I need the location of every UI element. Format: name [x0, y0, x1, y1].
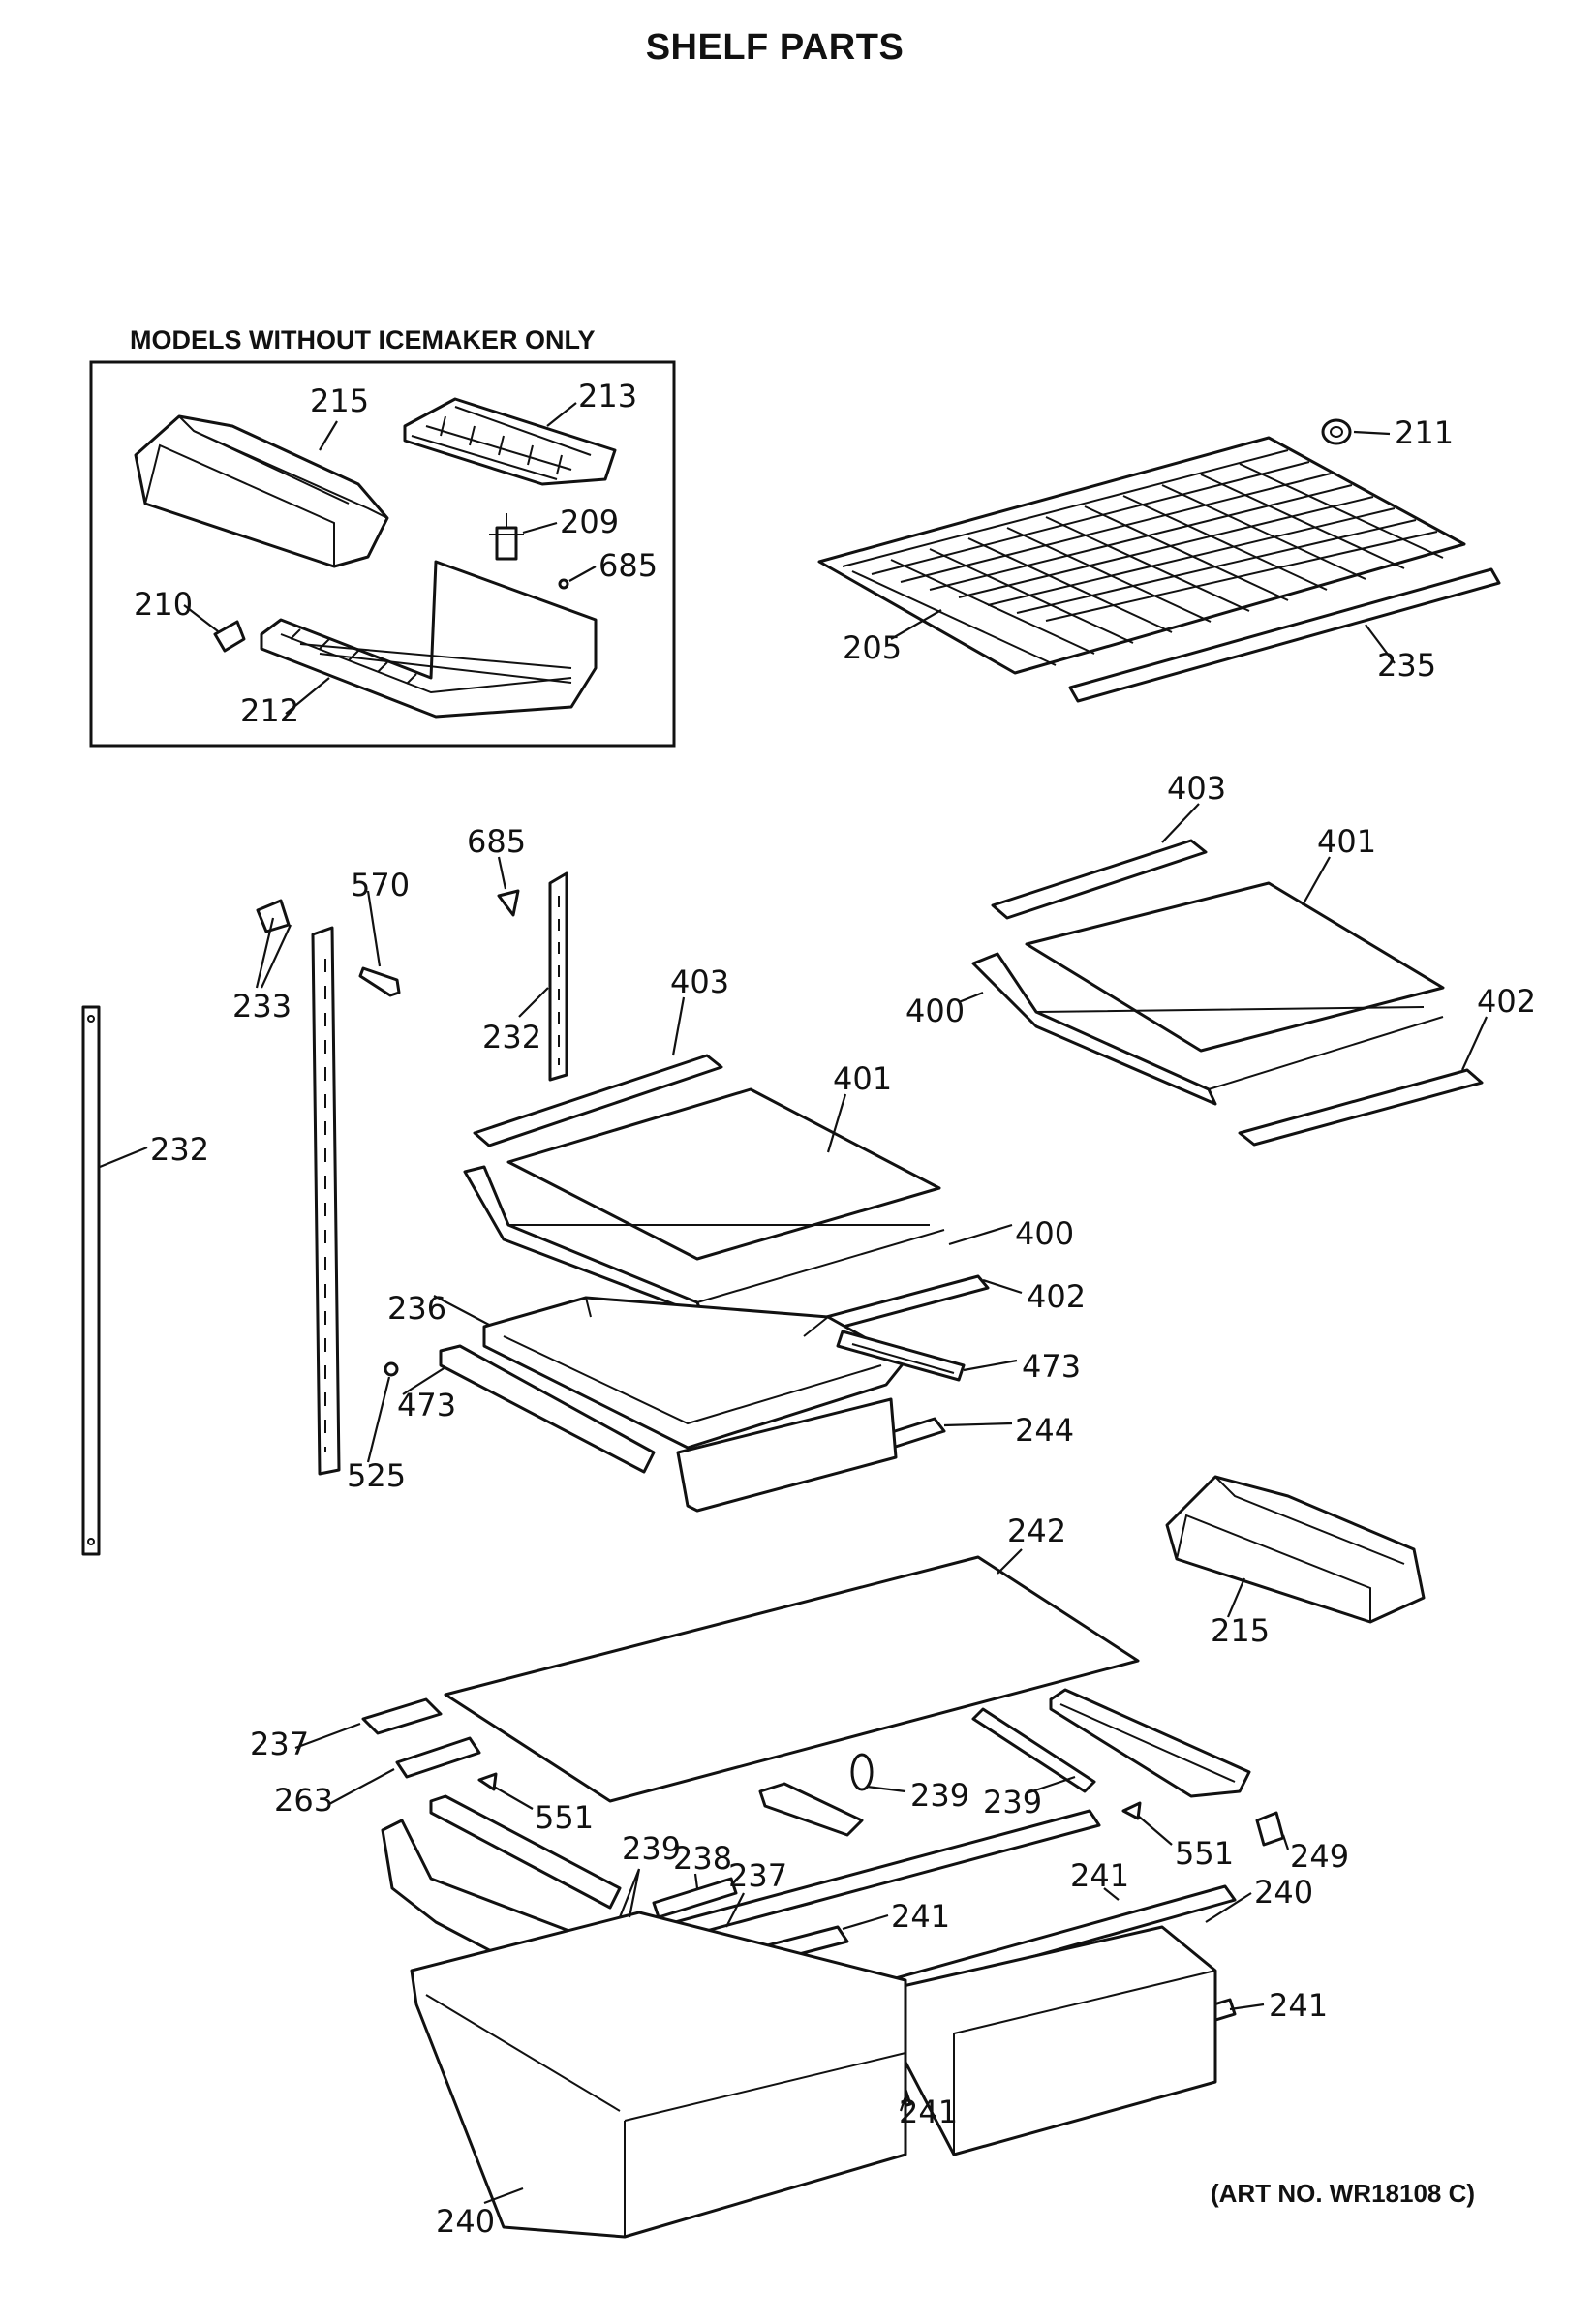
callout-211: 211 — [1395, 414, 1454, 451]
part-235-trim — [1068, 567, 1501, 703]
part-211-bumper — [1321, 418, 1352, 445]
callout-403: 403 — [670, 963, 729, 1000]
part-570-screw — [358, 966, 401, 997]
callout-241: 241 — [1269, 1987, 1328, 2024]
callout-473: 473 — [1022, 1348, 1081, 1385]
callout-551: 551 — [1175, 1835, 1234, 1872]
part-239-roller — [758, 1753, 874, 1837]
callout-232: 232 — [150, 1131, 209, 1168]
inset-box — [89, 360, 676, 748]
part-400-frame — [463, 1165, 945, 1317]
callout-473: 473 — [397, 1387, 456, 1423]
part-400-frame-right — [971, 952, 1444, 1106]
part-236-crisper-tray — [676, 1397, 898, 1513]
callout-400: 400 — [905, 993, 965, 1029]
part-403-front-trim-right — [991, 839, 1208, 920]
callout-237: 237 — [250, 1726, 309, 1762]
callout-212: 212 — [240, 692, 299, 729]
callout-570: 570 — [351, 867, 410, 903]
callout-403: 403 — [1167, 770, 1226, 807]
callout-249: 249 — [1290, 1838, 1349, 1875]
part-239-slide-right — [971, 1707, 1096, 1793]
part-209-clip — [489, 513, 524, 561]
part-213-ice-tray — [403, 397, 617, 486]
part-525-screw — [384, 1361, 399, 1377]
callout-239: 239 — [910, 1777, 969, 1814]
callout-241: 241 — [1070, 1857, 1129, 1894]
callout-215: 215 — [1211, 1612, 1270, 1649]
callout-labels: 215 213 209 685 210 212 211 205 235 403 … — [134, 378, 1536, 2240]
callout-240: 240 — [436, 2203, 495, 2240]
art-number: (ART NO. WR18108 C) — [1211, 2179, 1476, 2208]
callout-232: 232 — [482, 1019, 541, 1055]
callout-401: 401 — [833, 1060, 892, 1097]
part-238-latch — [652, 1877, 738, 1919]
part-401-glass-right — [1025, 881, 1445, 1053]
part-215-door-bin-right — [1165, 1475, 1426, 1624]
callout-241: 241 — [899, 2094, 958, 2130]
callout-400: 400 — [1015, 1215, 1074, 1252]
callout-236: 236 — [387, 1290, 446, 1327]
part-232-upper-standard — [548, 872, 568, 1082]
part-403-front-trim — [473, 1054, 723, 1147]
part-263-bracket — [395, 1736, 481, 1779]
callout-401: 401 — [1317, 823, 1376, 860]
part-210-knob — [213, 620, 246, 653]
callout-237: 237 — [728, 1857, 787, 1894]
callout-239: 239 — [622, 1830, 681, 1867]
callout-685: 685 — [467, 823, 526, 860]
callout-244: 244 — [1015, 1412, 1074, 1449]
part-685-screw — [558, 578, 569, 590]
part-402-rear-trim-right — [1238, 1068, 1484, 1147]
part-212-ice-bin — [260, 560, 598, 719]
callout-235: 235 — [1377, 647, 1436, 684]
part-473-side-rail — [439, 1344, 656, 1474]
part-232-rail — [311, 926, 341, 1476]
callout-263: 263 — [274, 1782, 333, 1819]
leader-lines — [99, 402, 1489, 2205]
callout-551: 551 — [535, 1799, 594, 1836]
part-237-rail — [637, 1809, 1101, 1948]
part-242-crisper-glass — [444, 1555, 1140, 1803]
part-685-screw-upper — [497, 889, 520, 917]
part-239-rail-right — [1049, 1688, 1251, 1798]
callout-215: 215 — [310, 382, 369, 419]
page-title: SHELF PARTS — [645, 27, 905, 68]
part-237-bracket-left — [361, 1697, 443, 1735]
inset-title: MODELS WITHOUT ICEMAKER ONLY — [130, 325, 596, 354]
callout-241: 241 — [891, 1898, 950, 1935]
part-205-wire-shelf — [817, 436, 1466, 675]
callout-239: 239 — [983, 1784, 1042, 1820]
callout-213: 213 — [578, 378, 637, 414]
callout-525: 525 — [347, 1457, 406, 1494]
part-473-slide — [836, 1330, 966, 1382]
callout-242: 242 — [1007, 1513, 1066, 1549]
part-401-glass — [506, 1087, 941, 1261]
callout-402: 402 — [1027, 1278, 1086, 1315]
callout-209: 209 — [560, 504, 619, 540]
callout-402: 402 — [1477, 983, 1536, 1020]
part-240-drawer-left — [410, 1911, 907, 2239]
callout-205: 205 — [843, 629, 902, 666]
part-249-clip — [1255, 1811, 1285, 1847]
callout-238: 238 — [673, 1840, 732, 1877]
part-233-clip — [256, 899, 291, 933]
part-551-screw-left — [477, 1772, 498, 1791]
callout-240: 240 — [1254, 1874, 1313, 1911]
callout-210: 210 — [134, 586, 193, 623]
part-215-door-bin — [134, 414, 389, 568]
part-236-crisper-cover — [482, 1296, 907, 1450]
callout-233: 233 — [232, 988, 292, 1024]
part-232-left-standard — [81, 1005, 101, 1556]
part-551-screw-right — [1121, 1801, 1142, 1820]
callout-685: 685 — [598, 547, 658, 584]
